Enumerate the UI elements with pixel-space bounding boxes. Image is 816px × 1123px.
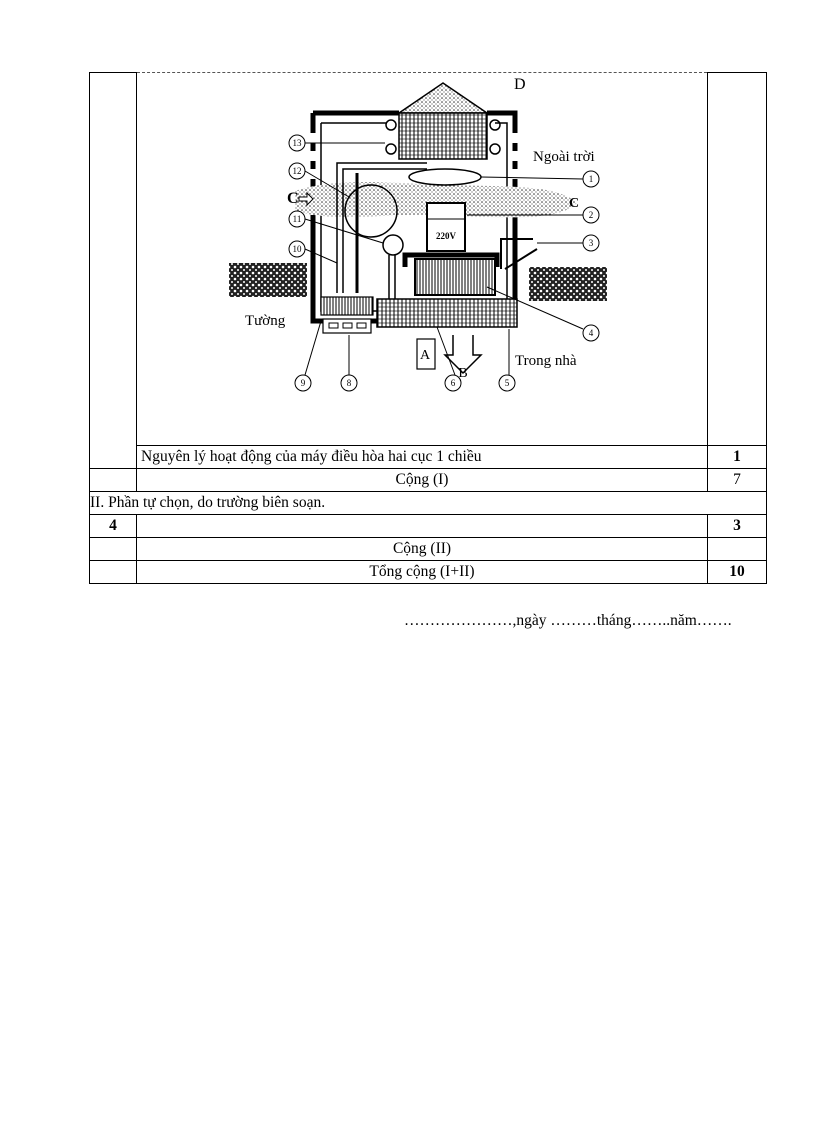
svg-text:1: 1 xyxy=(589,174,594,184)
item-4-score: 3 xyxy=(707,514,767,538)
svg-text:C: C xyxy=(287,190,299,207)
figure-row: 220V xyxy=(89,72,767,446)
svg-text:3: 3 xyxy=(589,238,594,248)
total-row: Tổng cộng (I+II) 10 xyxy=(89,560,767,584)
svg-text:13: 13 xyxy=(293,138,303,148)
principle-score: 1 xyxy=(707,445,767,469)
svg-text:2: 2 xyxy=(589,210,594,220)
wall-left xyxy=(229,263,307,297)
total-score: 10 xyxy=(707,560,767,584)
score-cell-empty xyxy=(707,72,767,446)
svg-text:11: 11 xyxy=(293,214,302,224)
voltage-label: 220V xyxy=(436,231,457,241)
label-wall: Tường xyxy=(245,313,286,329)
air-flow-band xyxy=(295,182,577,218)
section-2-heading: II. Phần tự chọn, do trường biên soạn. xyxy=(89,491,767,515)
capillary-tube xyxy=(382,234,404,256)
subtotal-1-score: 7 xyxy=(707,468,767,492)
compressor xyxy=(344,184,398,238)
svg-text:5: 5 xyxy=(505,378,510,388)
svg-text:9: 9 xyxy=(301,378,306,388)
subtotal-2-label: Cộng (II) xyxy=(136,537,708,561)
svg-text:8: 8 xyxy=(347,378,352,388)
wall-right xyxy=(529,267,607,301)
subtotal-1-label: Cộng (I) xyxy=(136,468,708,492)
fan-motor xyxy=(426,202,466,252)
item-4-text xyxy=(136,514,708,538)
indoor-blower xyxy=(414,258,496,296)
principle-row: Nguyên lý hoạt động của máy điều hòa hai… xyxy=(89,445,767,469)
evaporator-coil xyxy=(376,298,518,328)
item-4-index: 4 xyxy=(89,514,137,538)
subtotal-2-score xyxy=(707,537,767,561)
principle-text: Nguyên lý hoạt động của máy điều hòa hai… xyxy=(136,445,708,469)
index-cell-empty xyxy=(89,72,137,446)
air-filter xyxy=(322,318,372,334)
svg-text:B: B xyxy=(458,366,467,381)
item-4-row: 4 3 xyxy=(89,514,767,538)
section-2-row: II. Phần tự chọn, do trường biên soạn. xyxy=(89,491,767,515)
exhaust-air-D xyxy=(396,82,490,114)
condenser-coil xyxy=(398,112,488,160)
intake-A xyxy=(416,338,436,370)
date-signature-line: …………………,ngày ………tháng……..năm……. xyxy=(404,612,732,629)
label-indoor: Trong nhà xyxy=(515,353,577,369)
svg-text:10: 10 xyxy=(293,244,303,254)
total-label: Tổng cộng (I+II) xyxy=(136,560,708,584)
air-conditioner-diagram-cell: 220V xyxy=(136,72,708,446)
label-D: D xyxy=(514,76,526,93)
air-conditioner-diagram: 220V xyxy=(229,76,607,392)
louver-flap xyxy=(500,238,538,270)
score-table-container: 220V xyxy=(89,72,767,584)
score-table: 220V xyxy=(89,72,767,584)
svg-text:12: 12 xyxy=(293,166,302,176)
condenser-fan xyxy=(408,168,482,186)
svg-text:C: C xyxy=(569,196,579,211)
svg-text:6: 6 xyxy=(451,378,456,388)
subtotal-1-row: Cộng (I) 7 xyxy=(89,468,767,492)
label-outdoor: Ngoài trời xyxy=(533,149,595,165)
svg-text:4: 4 xyxy=(589,328,594,338)
subtotal-2-row: Cộng (II) xyxy=(89,537,767,561)
outlet-arrow-B xyxy=(443,335,483,375)
svg-text:A: A xyxy=(420,348,431,363)
